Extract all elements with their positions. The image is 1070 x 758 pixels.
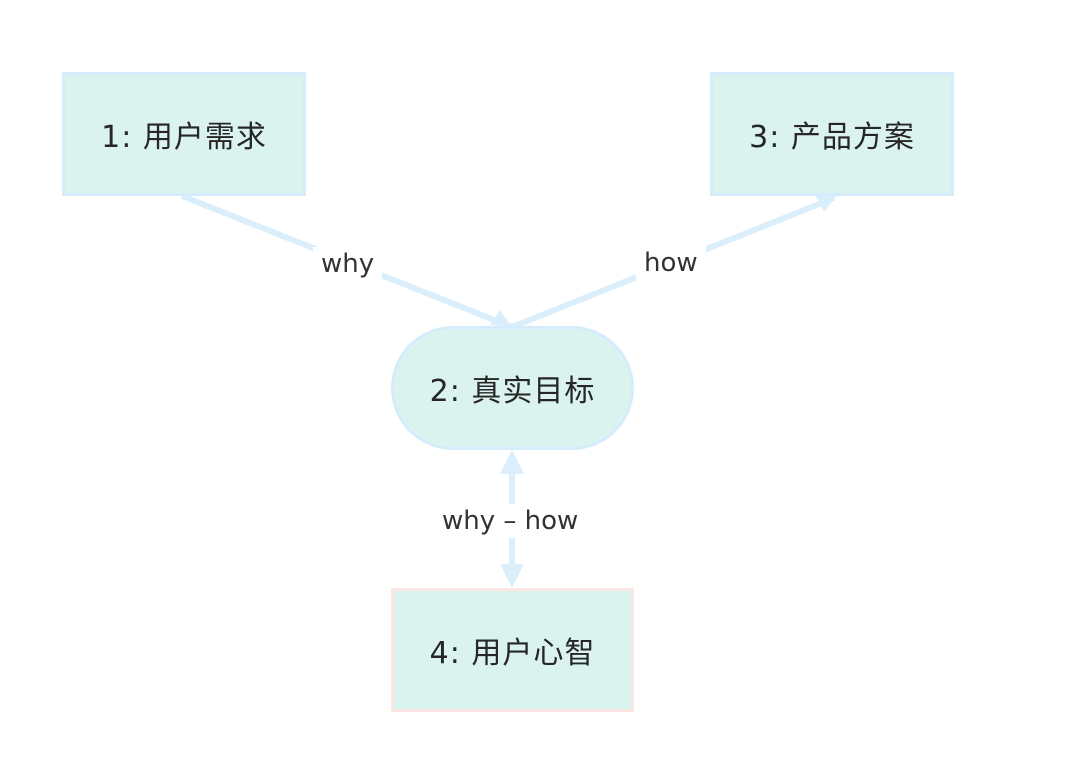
- node-user-mindset[interactable]: 4: 用户心智: [391, 588, 634, 712]
- edge-label-how: how: [636, 246, 706, 280]
- node-real-goal[interactable]: 2: 真实目标: [391, 326, 634, 450]
- edge-why-how-arrow-up: [500, 450, 524, 474]
- node-user-needs-label: 1: 用户需求: [101, 120, 267, 155]
- edge-how-arrowhead: [814, 193, 838, 212]
- edge-why-how-arrow-down: [500, 564, 524, 588]
- node-user-needs[interactable]: 1: 用户需求: [62, 72, 306, 196]
- node-product-solution-label: 3: 产品方案: [749, 120, 915, 155]
- edge-label-why: why: [313, 247, 383, 281]
- node-product-solution[interactable]: 3: 产品方案: [710, 72, 954, 196]
- edge-label-why-how: why – how: [434, 504, 587, 538]
- node-real-goal-label: 2: 真实目标: [429, 374, 596, 409]
- edge-why-arrowhead: [490, 310, 512, 327]
- node-user-mindset-label: 4: 用户心智: [429, 636, 596, 671]
